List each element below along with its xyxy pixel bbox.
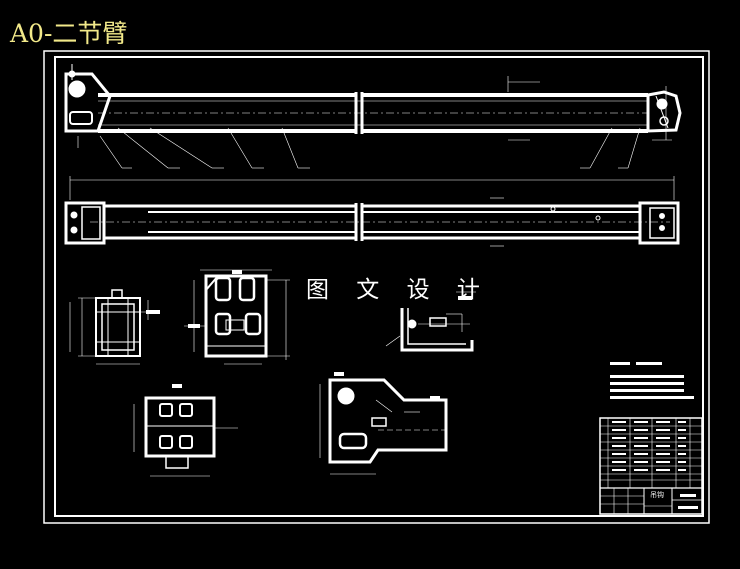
detail-section-a <box>69 289 160 365</box>
detail-section-b <box>184 269 290 365</box>
watermark-text: 图 文 设 计 <box>306 277 490 303</box>
detail-section-c <box>385 291 476 352</box>
outer-border <box>43 50 710 524</box>
detail-section-d <box>133 384 238 477</box>
technical-requirements <box>610 362 694 399</box>
drawing-title: A0-二节臂 <box>10 19 128 48</box>
title-block-name: 吊钩 <box>650 491 664 499</box>
arm-top-view <box>64 176 680 247</box>
detail-section-e <box>319 372 448 475</box>
title-block <box>599 417 703 515</box>
arm-front-view <box>64 64 682 169</box>
inner-border <box>54 56 704 517</box>
